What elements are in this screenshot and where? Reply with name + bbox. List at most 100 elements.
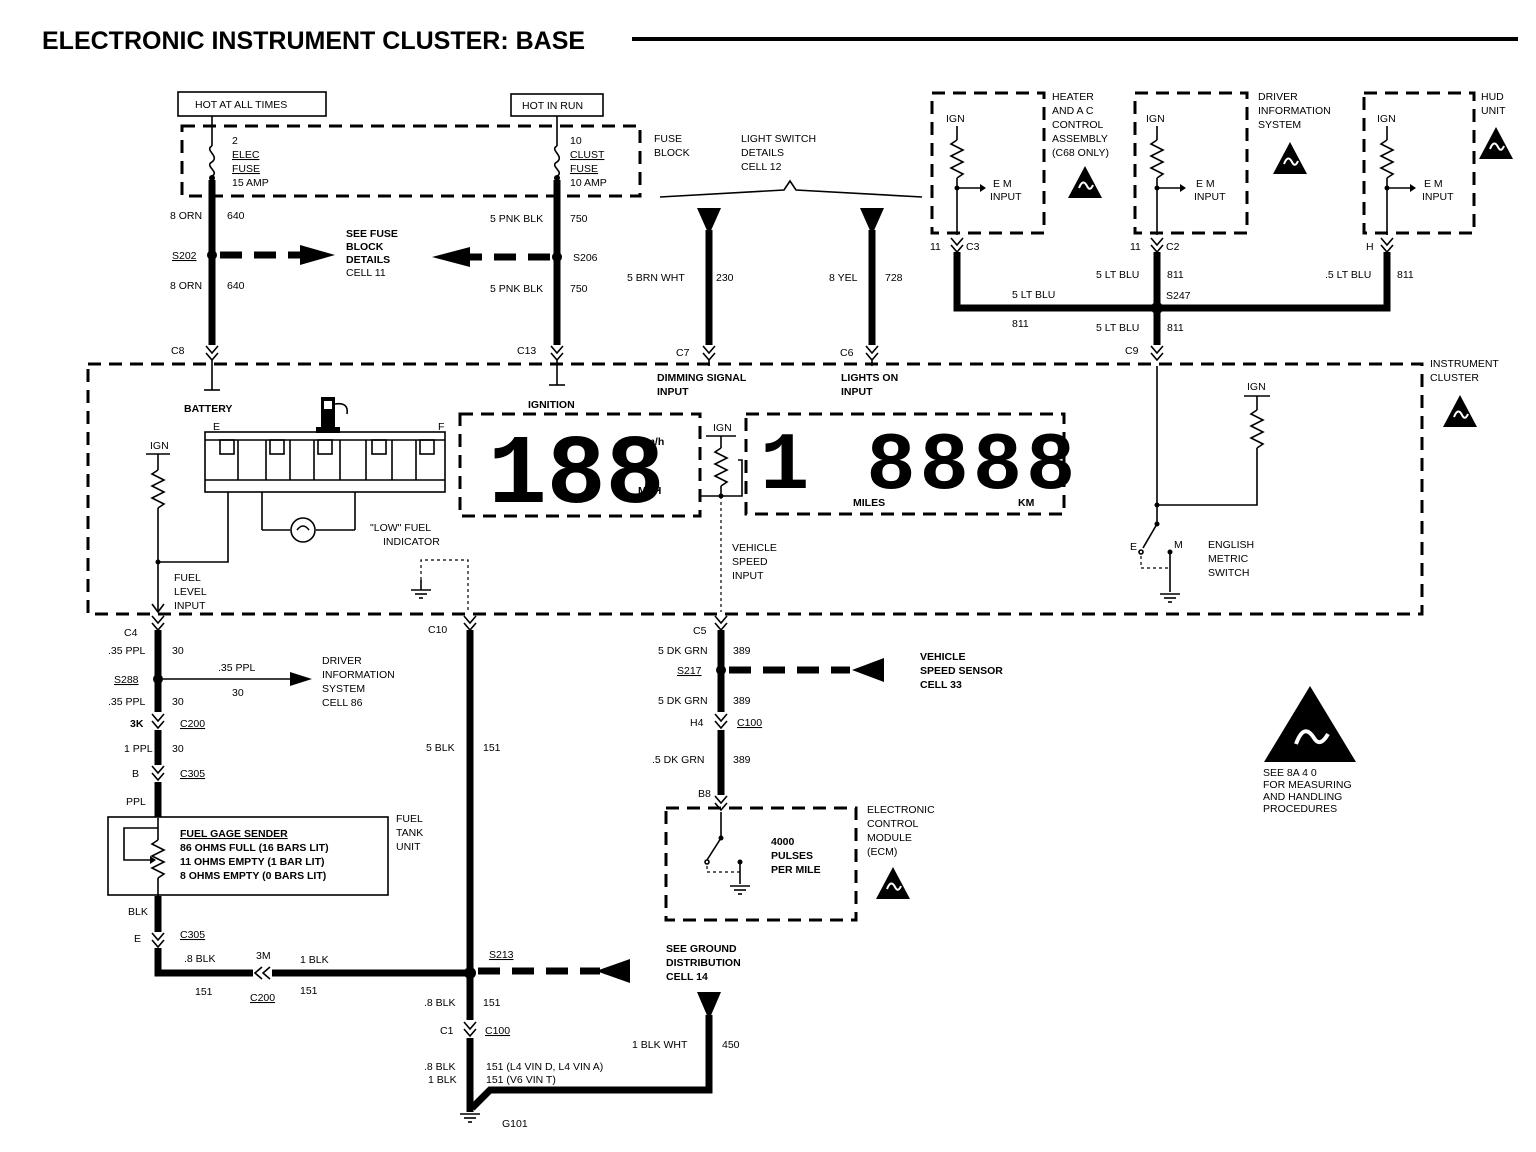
splice-s288: S288 [114, 674, 139, 686]
svg-text:C2: C2 [1166, 241, 1180, 253]
wire-ppl1-circuit: 30 [172, 743, 184, 755]
see-ground-2: DISTRIBUTION [666, 957, 741, 969]
c200-label: C200 [180, 718, 205, 730]
see-fuse-block-2: BLOCK [346, 241, 384, 253]
vss-input-1: VEHICLE [732, 542, 777, 554]
c200b-pin: 3M [256, 950, 271, 962]
wire-ltblu-c2-circuit: 811 [1167, 269, 1184, 281]
wire-blk8-circuit: 151 [195, 986, 213, 998]
wire-grn-bot-gauge: .5 DK GRN [652, 754, 705, 766]
wire-grn-mid-gauge: 5 DK GRN [658, 695, 708, 707]
fuel-level-1: FUEL [174, 572, 201, 584]
svg-text:IGN: IGN [1377, 113, 1396, 125]
speed-unit-mph: MPH [638, 485, 661, 497]
diagram-title: ELECTRONIC INSTRUMENT CLUSTER: BASE [42, 27, 585, 55]
tank-unit-2: TANK [396, 827, 423, 839]
wire-blk8-gauge: .8 BLK [184, 953, 216, 965]
wire-ltblu-bot-circuit: 811 [1167, 322, 1184, 334]
dimming-label-2: INPUT [657, 386, 689, 398]
conn-c13: C13 [517, 345, 536, 357]
pulses-2: PULSES [771, 850, 813, 862]
light-switch-3: CELL 12 [741, 161, 782, 173]
wire-ltblu-left-circuit: 811 [1012, 318, 1029, 330]
c200-pin: 3K [130, 718, 144, 730]
svg-text:11: 11 [1130, 241, 1141, 253]
esd-warning-icon [1067, 165, 1103, 199]
ecm-2: CONTROL [867, 818, 918, 830]
see-fuse-block-4: CELL 11 [346, 267, 386, 279]
vss-input-3: INPUT [732, 570, 764, 582]
wire-ltblu-left-gauge: 5 LT BLU [1012, 289, 1055, 301]
odometer-digits: 1 8888 [760, 420, 1079, 513]
battery-label: BATTERY [184, 403, 232, 415]
wire-pnk-bot-gauge: 5 PNK BLK [490, 283, 543, 295]
dis-label-4: CELL 86 [322, 697, 363, 709]
hot-at-all-times-label: HOT AT ALL TIMES [195, 99, 287, 111]
wire-grn-mid-circuit: 389 [733, 695, 751, 707]
fuse10-fuse: FUSE [570, 163, 598, 175]
conn-c6: C6 [840, 347, 854, 359]
wire-ltblu-c2-gauge: 5 LT BLU [1096, 269, 1139, 281]
resistor-icon [713, 447, 729, 487]
esd-note-3: AND HANDLING [1263, 791, 1342, 803]
english-metric-3: SWITCH [1208, 567, 1249, 579]
sender-line-2: 11 OHMS EMPTY (1 BAR LIT) [180, 856, 325, 868]
wire-blk5-circuit: 151 [483, 742, 501, 754]
dis-label-3: SYSTEM [322, 683, 365, 695]
switch-e: E [1130, 541, 1137, 553]
wire-blkwht-circuit: 450 [722, 1039, 740, 1051]
ecm-3: MODULE [867, 832, 912, 844]
splice-s202: S202 [172, 250, 197, 262]
conn-c1: C1 [440, 1025, 454, 1037]
svg-text:INPUT: INPUT [1194, 191, 1226, 203]
svg-text:E M: E M [1196, 178, 1215, 190]
wire-yel-circuit: 728 [885, 272, 903, 284]
hot-in-run-label: HOT IN RUN [522, 100, 583, 112]
ecm-4: (ECM) [867, 846, 897, 858]
conn-c10: C10 [428, 624, 447, 636]
resistor-icon [1249, 409, 1265, 449]
esd-note-2: FOR MEASURING [1263, 779, 1352, 791]
wire-pnk-top-gauge: 5 PNK BLK [490, 213, 543, 225]
cluster-title-2: CLUSTER [1430, 372, 1479, 384]
ground-icon [459, 1113, 481, 1123]
splice-s206: S206 [573, 252, 598, 264]
svg-text:HUD: HUD [1481, 91, 1504, 103]
em-module-dis: IGN E M INPUT DRIVER INFORMATION SYSTEM [1133, 91, 1331, 235]
cluster-ign-mid: IGN [713, 422, 732, 434]
wire-pnk-top-circuit: 750 [570, 213, 588, 225]
wire-pnk-bot-circuit: 750 [570, 283, 588, 295]
conn-c7: C7 [676, 347, 690, 359]
svg-text:(C68 ONLY): (C68 ONLY) [1052, 147, 1109, 159]
c305b-label: C305 [180, 929, 205, 941]
wire-ppl-branch-gauge: .35 PPL [218, 662, 256, 674]
wire-ppl-mid-gauge: .35 PPL [108, 696, 146, 708]
wire-brn-circuit: 230 [716, 272, 734, 284]
splice-s213: S213 [489, 949, 514, 961]
english-metric-1: ENGLISH [1208, 539, 1254, 551]
ground-blk-1: .8 BLK [424, 1061, 456, 1073]
resistor-icon [150, 469, 166, 509]
see-ground-1: SEE GROUND [666, 943, 737, 955]
em-module-heater: IGN E M INPUT HEATER AND A C CONTROL ASS… [930, 91, 1109, 235]
sender-title: FUEL GAGE SENDER [180, 828, 288, 840]
splice-s247: S247 [1166, 290, 1191, 302]
conn-c100-ground: C100 [485, 1025, 510, 1037]
svg-text:IGN: IGN [946, 113, 965, 125]
fuel-bar-gauge: E F [204, 421, 446, 493]
cluster-ign-right: IGN [1247, 381, 1266, 393]
fuse10-clust: CLUST [570, 149, 605, 161]
ground-blk-2: 1 BLK [428, 1074, 457, 1086]
fuse2-fuse: FUSE [232, 163, 260, 175]
wire-ltblu-hud-circuit: 811 [1397, 269, 1414, 281]
dis-label-1: DRIVER [322, 655, 362, 667]
resistor-icon [1149, 139, 1165, 179]
fuse-icon [208, 145, 216, 177]
svg-text:INPUT: INPUT [990, 191, 1022, 203]
wire-brn-gauge: 5 BRN WHT [627, 272, 685, 284]
wire-ppl-mid-circuit: 30 [172, 696, 184, 708]
instrument-cluster-box [86, 362, 1424, 616]
vss-sensor-2: SPEED SENSOR [920, 665, 1003, 677]
wire-blk5-gauge: 5 BLK [426, 742, 455, 754]
b8-pin: B8 [698, 788, 711, 800]
